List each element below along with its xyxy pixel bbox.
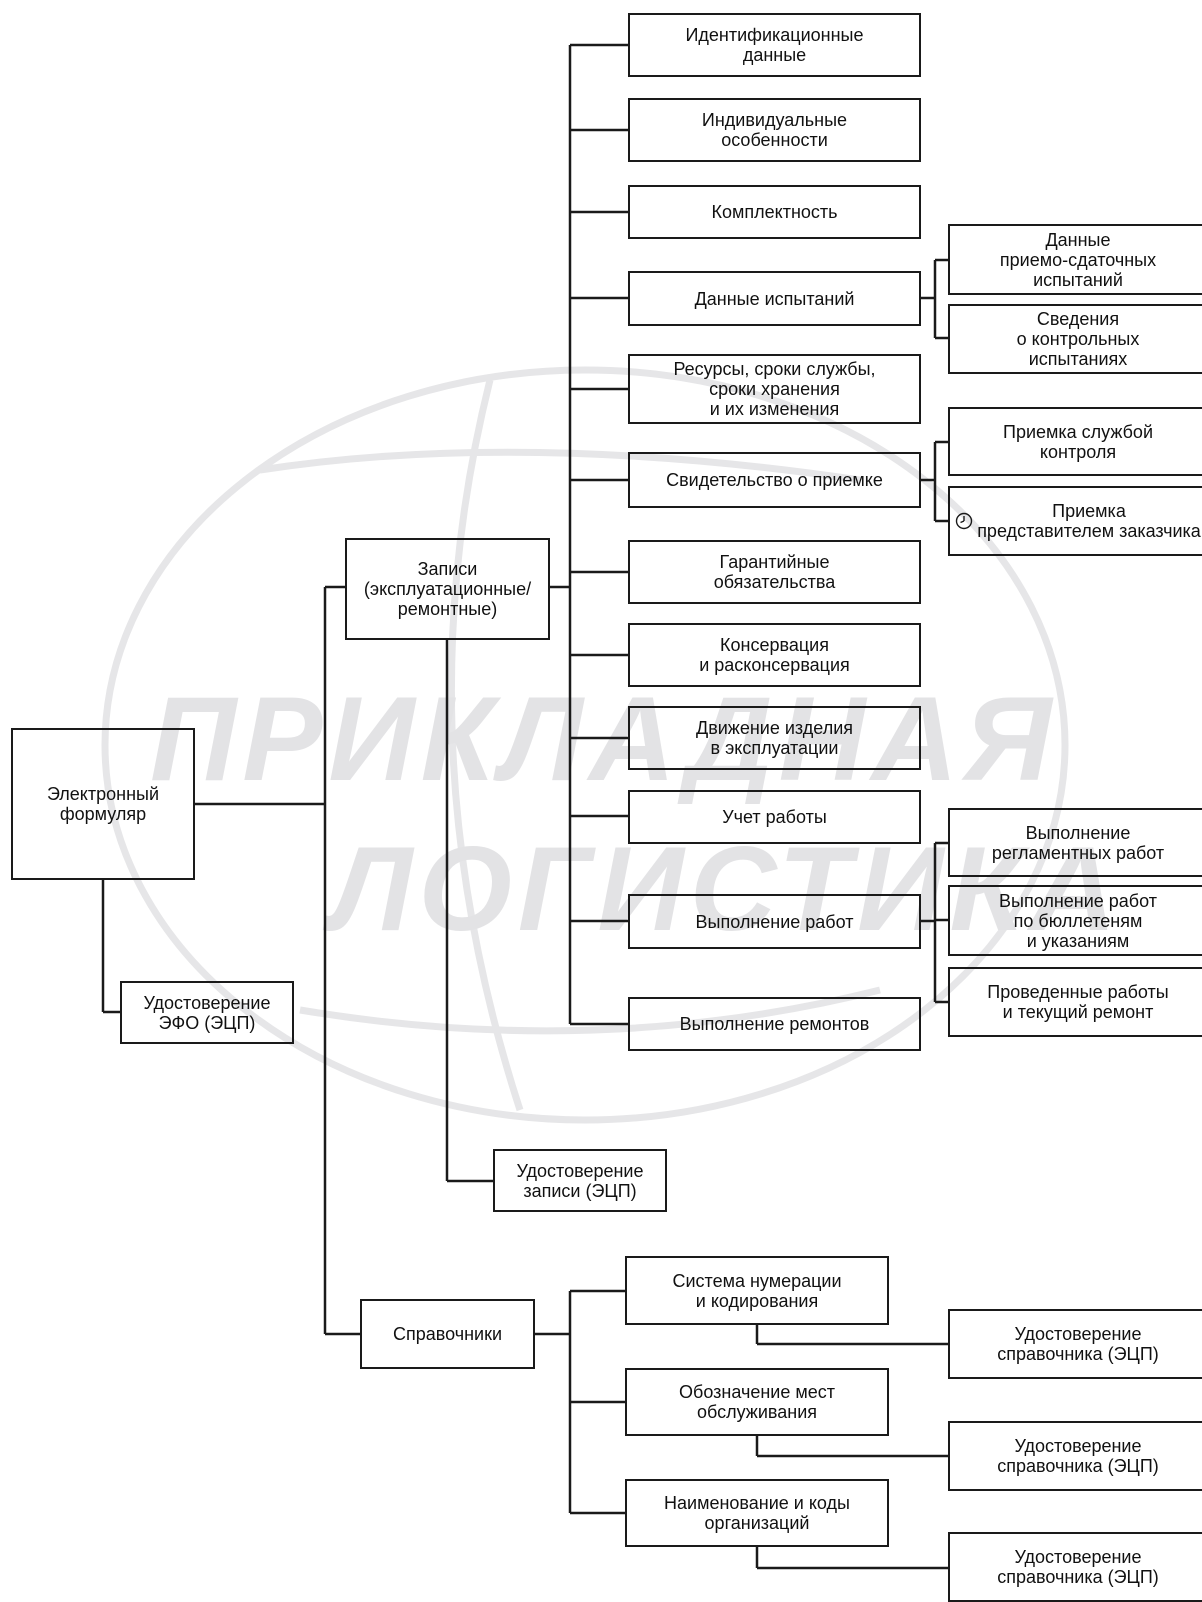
node-current-repair: Проведенные работы и текущий ремонт (948, 967, 1202, 1037)
node-organizations-signature: Удостоверение справочника (ЭЦП) (948, 1532, 1202, 1602)
node-electronic-form: Электронный формуляр (11, 728, 195, 880)
node-numbering-system: Система нумерации и кодирования (625, 1256, 889, 1325)
node-acceptance-tests: Данные приемо-сдаточных испытаний (948, 224, 1202, 295)
node-numbering-signature: Удостоверение справочника (ЭЦП) (948, 1309, 1202, 1379)
node-conservation: Консервация и расконсервация (628, 623, 921, 687)
node-locations-signature: Удостоверение справочника (ЭЦП) (948, 1421, 1202, 1491)
node-individual-features: Индивидуальные особенности (628, 98, 921, 162)
watermark-line2: ЛОГИСТИКА (330, 822, 1122, 956)
node-works-execution: Выполнение работ (628, 894, 921, 949)
node-work-accounting: Учет работы (628, 790, 921, 844)
node-identification-data: Идентификационные данные (628, 13, 921, 77)
customer-acceptance-label: Приемка представителем заказчика (955, 501, 1201, 541)
node-test-data: Данные испытаний (628, 271, 921, 326)
node-references: Справочники (360, 1299, 535, 1369)
node-efo-signature: Удостоверение ЭФО (ЭЦП) (120, 981, 294, 1044)
node-quality-control-acceptance: Приемка службой контроля (948, 407, 1202, 476)
customer-acceptance-text: Приемка представителем заказчика (977, 501, 1201, 541)
node-warranty: Гарантийные обязательства (628, 540, 921, 604)
node-scheduled-works: Выполнение регламентных работ (948, 808, 1202, 877)
node-resources: Ресурсы, сроки службы, сроки хранения и … (628, 354, 921, 424)
node-service-locations: Обозначение мест обслуживания (625, 1368, 889, 1436)
node-records-signature: Удостоверение записи (ЭЦП) (493, 1149, 667, 1212)
node-bulletin-works: Выполнение работ по бюллетеням и указани… (948, 885, 1202, 956)
node-completeness: Комплектность (628, 185, 921, 239)
node-records: Записи (эксплуатационные/ ремонтные) (345, 538, 550, 640)
node-repairs-execution: Выполнение ремонтов (628, 997, 921, 1051)
node-organizations: Наименование и коды организаций (625, 1479, 889, 1547)
node-control-tests: Сведения о контрольных испытаниях (948, 304, 1202, 374)
node-product-movement: Движение изделия в эксплуатации (628, 706, 921, 770)
node-customer-acceptance: Приемка представителем заказчика (948, 486, 1202, 556)
clock-icon (955, 512, 973, 530)
node-acceptance-certificate: Свидетельство о приемке (628, 452, 921, 508)
